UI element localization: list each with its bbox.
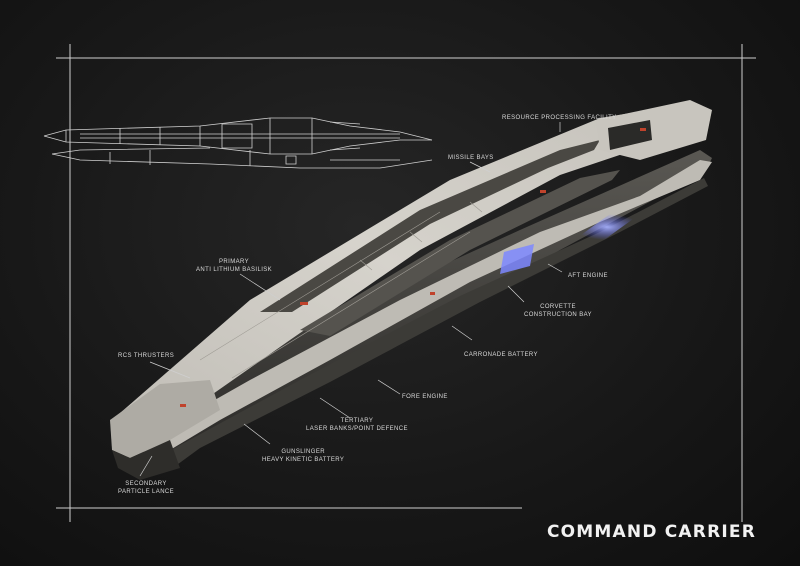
callout-aft-engine: AFT ENGINE	[568, 273, 608, 279]
ship	[110, 100, 712, 480]
callout-fore-engine: FORE ENGINE	[402, 394, 448, 400]
top-view-schematic	[43, 117, 433, 169]
callout-missile-bays: MISSILE BAYS	[448, 155, 494, 161]
callout-rcs-thrusters: RCS THRUSTERS	[118, 353, 175, 359]
poster-title: COMMAND CARRIER	[546, 522, 756, 542]
leader-lines	[139, 122, 563, 477]
callout-resource-processing-facility: RESOURCE PROCESSING FACILITY	[502, 115, 617, 121]
callout-carronade-battery: CARRONADE BATTERY	[464, 352, 538, 358]
frame-lines	[56, 44, 756, 522]
